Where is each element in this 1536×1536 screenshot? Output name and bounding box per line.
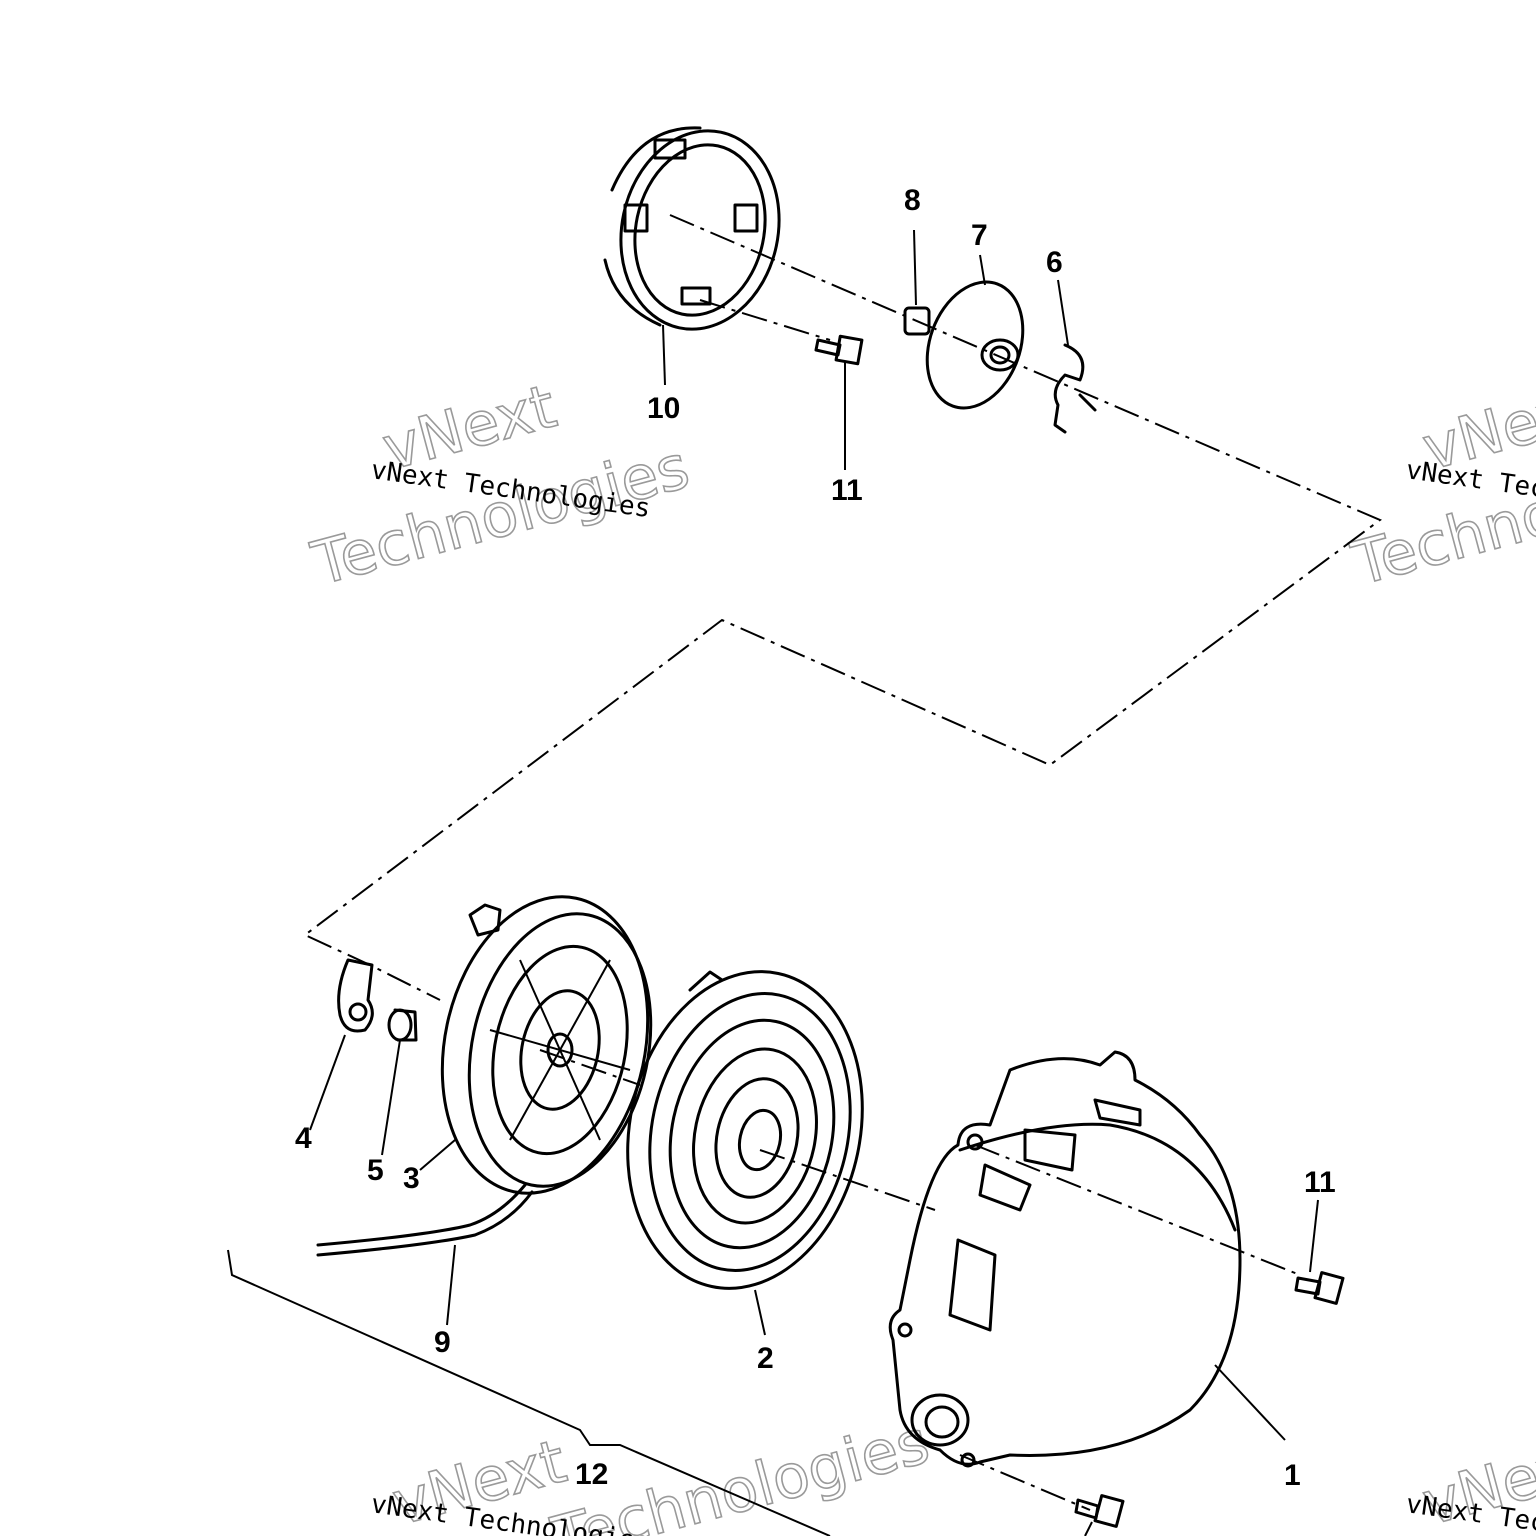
part-8-nut — [903, 229, 931, 336]
part-4-pawl — [309, 958, 374, 1131]
callout-5: 5 — [367, 1154, 384, 1187]
part-11-bolt-upper — [814, 334, 864, 470]
part-7-drive-plate — [925, 254, 1025, 410]
callout-labels: 1 2 3 4 5 6 7 8 9 10 11 11 12 — [295, 184, 1336, 1492]
part-3-rope-reel — [419, 895, 653, 1195]
callout-4: 4 — [295, 1122, 312, 1155]
part-10-drive-cup — [603, 126, 781, 386]
part-2-recoil-spring — [626, 970, 864, 1336]
part-5-bushing — [381, 1008, 418, 1156]
callout-1: 1 — [1284, 1459, 1301, 1492]
bolt-bottom — [1074, 1494, 1125, 1536]
callout-9: 9 — [434, 1326, 451, 1359]
watermark-lower-right: vNext vNext Technologies — [1404, 1426, 1536, 1536]
callout-12: 12 — [575, 1458, 608, 1491]
callout-10: 10 — [647, 392, 680, 425]
callout-8: 8 — [904, 184, 921, 217]
watermark-upper-right: vNext Technologies vNext Technologies — [1344, 371, 1536, 601]
part-9-rope — [316, 1183, 534, 1326]
callout-11-lower: 11 — [1304, 1166, 1336, 1199]
watermark-upper-left: vNext Technologies vNext Technologies — [304, 371, 697, 601]
watermark-lower-left: vNext Technologies vNext Technologies — [369, 1406, 937, 1536]
part-6-clip — [1053, 279, 1097, 434]
callout-2: 2 — [757, 1342, 774, 1375]
callout-3: 3 — [403, 1162, 420, 1195]
part-1-starter-case — [888, 1050, 1286, 1468]
callout-7: 7 — [971, 219, 988, 252]
callout-11-upper: 11 — [831, 474, 863, 507]
part-11-bolt-lower — [1294, 1199, 1345, 1305]
callout-6: 6 — [1046, 246, 1063, 279]
